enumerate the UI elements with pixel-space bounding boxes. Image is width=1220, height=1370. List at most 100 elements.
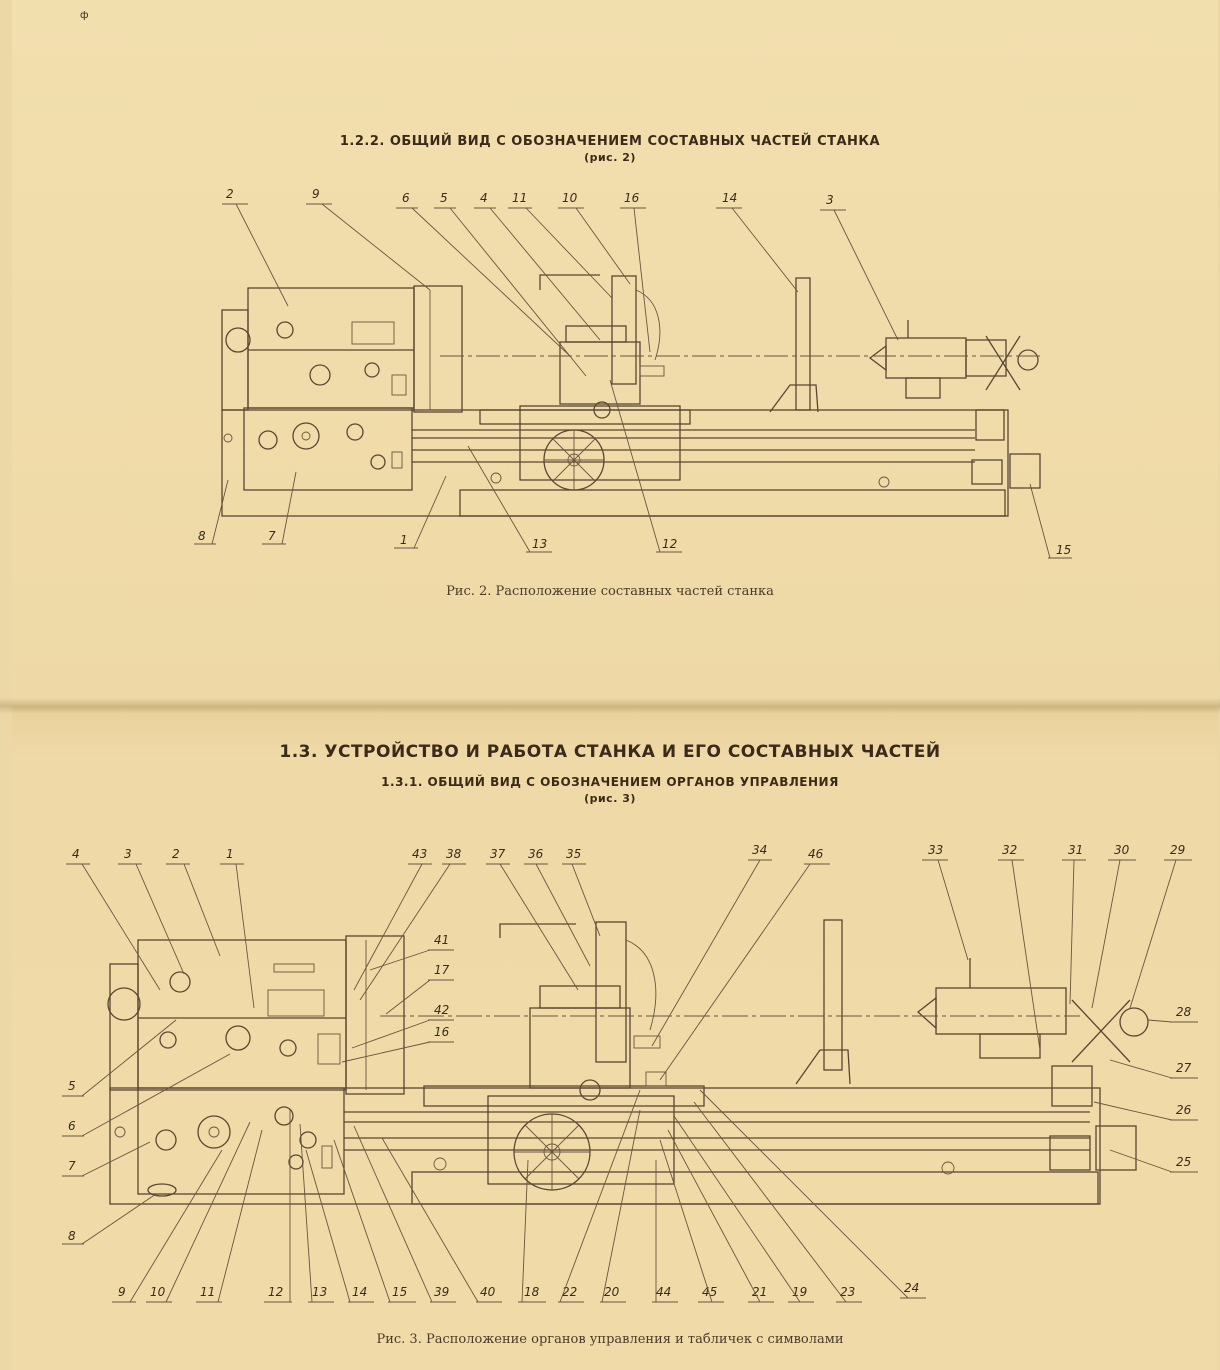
svg-text:23: 23: [840, 1285, 855, 1299]
fig3-callout-41: 41: [369, 933, 454, 971]
fig3-callout-33: 33: [922, 843, 969, 961]
fig3-callout-40: 40: [381, 1137, 502, 1303]
svg-text:1: 1: [226, 847, 234, 861]
fig2-callout-3: 3: [820, 193, 899, 341]
svg-text:11: 11: [512, 191, 527, 205]
figure3-lathe-drawing: 4 3 2 1 43 38 37 36 35 34 46 33 32 31 30…: [62, 843, 1198, 1303]
fig3-callout-44: 44: [652, 1160, 678, 1303]
svg-text:13: 13: [532, 537, 547, 551]
svg-text:12: 12: [662, 537, 677, 551]
svg-text:15: 15: [1056, 543, 1071, 557]
svg-text:21: 21: [752, 1285, 767, 1299]
fig3-callout-26: 26: [1093, 1101, 1198, 1121]
svg-text:9: 9: [312, 187, 320, 201]
fig3-callout-2: 2: [166, 847, 221, 957]
fig3-callout-4: 4: [66, 847, 161, 991]
svg-text:16: 16: [434, 1025, 450, 1039]
fig3-callout-9: 9: [112, 1149, 223, 1303]
svg-text:34: 34: [752, 843, 767, 857]
fig3-callout-31: 31: [1062, 843, 1086, 1005]
svg-text:9: 9: [118, 1285, 126, 1299]
svg-text:41: 41: [434, 933, 449, 947]
fig3-callout-25: 25: [1109, 1149, 1198, 1173]
fig3-headstock: [137, 939, 347, 1091]
fig3-tailstock: [935, 987, 1067, 1035]
fig3-callout-24: 24: [699, 1089, 926, 1299]
fig3-callout-38: 38: [359, 847, 466, 1001]
fig2-callout-1: 1: [394, 475, 447, 549]
svg-text:45: 45: [702, 1285, 717, 1299]
svg-text:10: 10: [150, 1285, 166, 1299]
fig3-callout-45: 45: [659, 1139, 724, 1303]
svg-text:17: 17: [434, 963, 450, 977]
svg-text:4: 4: [72, 847, 80, 861]
fig3-toolpost: [595, 921, 627, 1063]
svg-text:30: 30: [1114, 843, 1130, 857]
fig2-callout-6: 6: [396, 191, 571, 357]
figure2-lathe-drawing: 2 9 6 5 4 11 10 16 14 3 8 7 1 13 12 15: [194, 187, 1072, 559]
svg-text:40: 40: [480, 1285, 496, 1299]
svg-text:10: 10: [562, 191, 578, 205]
page-fold: [0, 698, 1220, 714]
svg-text:33: 33: [928, 843, 943, 857]
svg-text:25: 25: [1176, 1155, 1191, 1169]
lower-page: [12, 706, 1218, 1370]
fig3-callout-16: 16: [341, 1025, 454, 1063]
fig3-callout-36: 36: [524, 847, 591, 967]
corner-mark: ф: [80, 10, 89, 21]
svg-text:26: 26: [1176, 1103, 1192, 1117]
figure3-caption: Рис. 3. Расположение органов управления …: [376, 1332, 844, 1347]
fig2-apron: [519, 405, 681, 481]
svg-text:4: 4: [480, 191, 488, 205]
fig3-callout-27: 27: [1109, 1059, 1198, 1079]
fig2-chuck: [413, 285, 463, 413]
fig2-gearbox: [243, 407, 413, 491]
fig3-callout-29: 29: [1129, 843, 1192, 1009]
svg-text:15: 15: [392, 1285, 407, 1299]
svg-text:31: 31: [1068, 843, 1083, 857]
fig2-callout-4: 4: [474, 191, 601, 341]
fig3-callout-20: 20: [600, 1109, 641, 1303]
svg-text:7: 7: [68, 1159, 76, 1173]
svg-text:11: 11: [200, 1285, 215, 1299]
fig3-callout-46: 46: [659, 847, 830, 1081]
svg-text:8: 8: [68, 1229, 76, 1243]
fig3-callout-3: 3: [118, 847, 185, 975]
fig3-callout-6: 6: [62, 1053, 231, 1137]
fig3-callout-7: 7: [62, 1141, 151, 1177]
svg-text:18: 18: [524, 1285, 540, 1299]
svg-text:2: 2: [172, 847, 180, 861]
fig3-callout-8: 8: [62, 1193, 157, 1245]
svg-text:20: 20: [604, 1285, 620, 1299]
svg-text:39: 39: [434, 1285, 449, 1299]
fig3-callout-39: 39: [353, 1125, 456, 1303]
svg-text:7: 7: [268, 529, 276, 543]
fig2-callout-9: 9: [306, 187, 431, 291]
fig2-callout-7: 7: [262, 471, 297, 545]
fig3-gearbox: [137, 1087, 345, 1195]
svg-text:3: 3: [124, 847, 132, 861]
figure3-subheading: (рис. 3): [584, 792, 636, 805]
fig3-callout-21: 21: [667, 1129, 774, 1303]
fig3-callout-22: 22: [558, 1089, 641, 1303]
svg-text:22: 22: [562, 1285, 577, 1299]
fig2-headstock: [247, 287, 415, 409]
fig2-callout-13: 13: [467, 445, 552, 553]
fig3-callout-10: 10: [146, 1121, 251, 1303]
svg-text:24: 24: [904, 1281, 919, 1295]
fig3-callout-34: 34: [651, 843, 772, 1047]
svg-text:42: 42: [434, 1003, 449, 1017]
fig3-chuck: [345, 935, 405, 1095]
fig3-callout-13: 13: [299, 1123, 334, 1303]
fig3-callout-43: 43: [353, 847, 432, 991]
svg-text:27: 27: [1176, 1061, 1192, 1075]
fig3-callout-17: 17: [385, 963, 454, 1015]
fig2-callout-10: 10: [558, 191, 631, 285]
fig3-bed-base: [411, 1171, 1099, 1205]
fig3-callout-37: 37: [486, 847, 579, 991]
svg-text:29: 29: [1170, 843, 1185, 857]
svg-text:36: 36: [528, 847, 544, 861]
svg-text:12: 12: [268, 1285, 283, 1299]
svg-text:5: 5: [68, 1079, 76, 1093]
svg-text:16: 16: [624, 191, 640, 205]
